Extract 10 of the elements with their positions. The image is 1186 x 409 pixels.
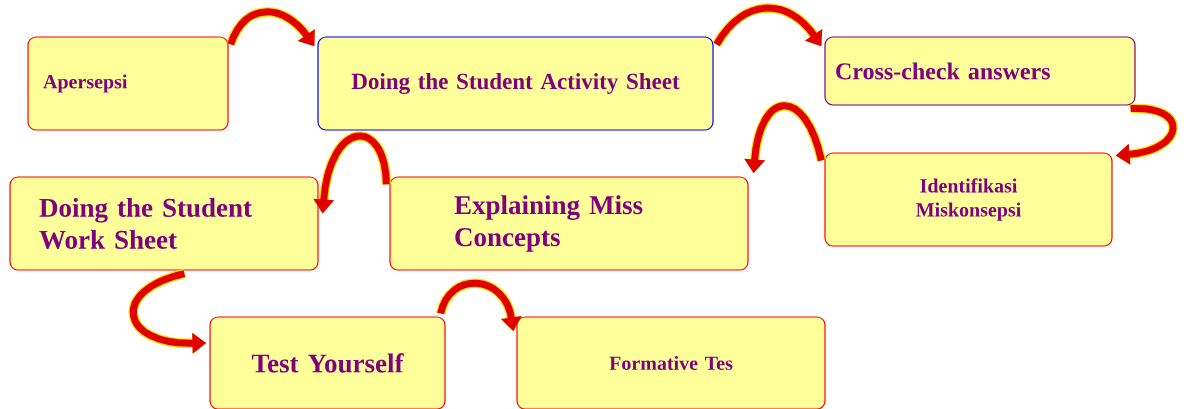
process-box: Test Yourself (209, 316, 446, 409)
curved-arrow (226, 7, 315, 47)
curved-arrow (712, 3, 823, 47)
process-box: Apersepsi (27, 36, 229, 131)
process-box: Cross-check answers (824, 36, 1136, 106)
process-box: Doing the Student Activity Sheet (317, 36, 714, 131)
process-box: Formative Tes (516, 316, 826, 409)
process-box: Explaining Miss Concepts (389, 176, 749, 271)
process-box: Doing the Student Work Sheet (9, 176, 319, 271)
process-box: Identifikasi Miskonsepsi (824, 152, 1113, 247)
